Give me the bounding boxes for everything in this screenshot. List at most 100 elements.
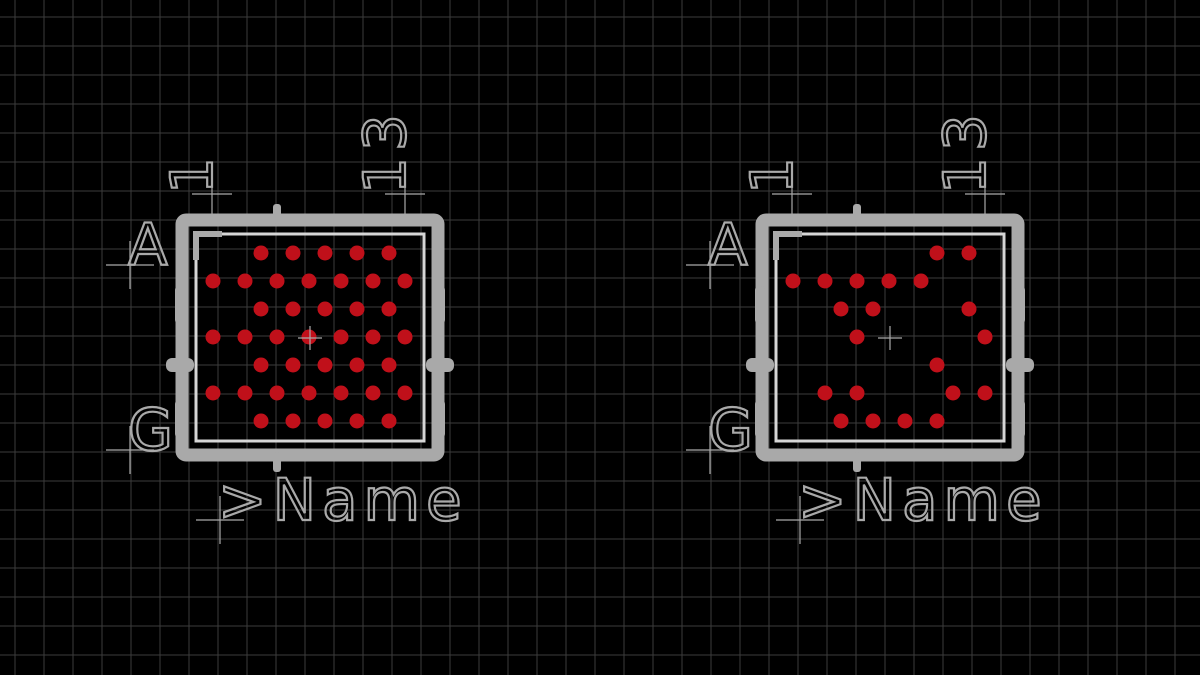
side-tab: [435, 286, 445, 324]
bga-pad: [833, 301, 849, 317]
bga-pad: [253, 413, 269, 429]
bga-pad: [961, 245, 977, 261]
pin-label-last: 13: [351, 108, 419, 194]
bga-pad: [285, 357, 301, 373]
bga-pad: [977, 385, 993, 401]
bga-pad: [785, 273, 801, 289]
bga-pad: [929, 413, 945, 429]
center-pin-left: [166, 358, 194, 372]
bga-pad: [333, 273, 349, 289]
bga-pad: [381, 357, 397, 373]
center-pin-top: [273, 204, 281, 224]
bga-pad: [881, 273, 897, 289]
bga-pad: [365, 329, 381, 345]
package-inner-edge: [194, 232, 426, 443]
bga-pad: [349, 301, 365, 317]
bga-pad: [237, 273, 253, 289]
bga-pad: [285, 245, 301, 261]
center-pin-right: [1006, 358, 1034, 372]
bga-pad: [205, 273, 221, 289]
side-tab: [175, 286, 185, 324]
bga-pad: [349, 245, 365, 261]
bga-pad: [333, 329, 349, 345]
bga-pad: [253, 301, 269, 317]
pad-array: [785, 245, 993, 429]
bga-pad: [381, 301, 397, 317]
side-tab: [1015, 400, 1025, 438]
center-pin-top: [853, 204, 861, 224]
bga-pad: [849, 329, 865, 345]
bga-pad: [961, 301, 977, 317]
bga-pad: [285, 413, 301, 429]
package-outline: [746, 204, 1034, 472]
bga-pad: [205, 385, 221, 401]
bga-pad: [253, 357, 269, 373]
bga-pad: [381, 245, 397, 261]
pad-array: [205, 245, 413, 429]
pin-label-first: 1: [158, 151, 226, 194]
pin-label-last: 13: [931, 108, 999, 194]
bga-pad: [365, 385, 381, 401]
bga-pad: [237, 385, 253, 401]
side-tab: [755, 286, 765, 324]
package-outline: [166, 204, 454, 472]
bga-footprint-depopulated[interactable]: 1 13 A G >Name: [686, 107, 1048, 544]
center-pin-left: [746, 358, 774, 372]
bga-pad: [269, 329, 285, 345]
bga-pad: [269, 385, 285, 401]
bga-pad: [349, 413, 365, 429]
side-tab: [1015, 286, 1025, 324]
bga-pad: [253, 245, 269, 261]
bga-pad: [317, 245, 333, 261]
side-tab: [435, 400, 445, 438]
bga-pad: [237, 329, 253, 345]
side-tab: [175, 400, 185, 438]
bga-pad: [301, 329, 317, 345]
bga-pad: [301, 273, 317, 289]
bga-pad: [333, 385, 349, 401]
bga-pad: [817, 273, 833, 289]
package-body: [175, 213, 445, 462]
bga-pad: [365, 273, 381, 289]
pin1-chamfer: [193, 231, 222, 260]
bga-pad: [397, 385, 413, 401]
center-pin-right: [426, 358, 454, 372]
bga-pad: [205, 329, 221, 345]
bga-pad: [977, 329, 993, 345]
bga-pad: [929, 245, 945, 261]
bga-pad: [317, 301, 333, 317]
pin-label-first: 1: [738, 151, 806, 194]
name-placeholder: >Name: [798, 466, 1048, 534]
bga-pad: [381, 413, 397, 429]
row-label-last: G: [708, 396, 759, 464]
bga-pad: [929, 357, 945, 373]
package-body: [755, 213, 1025, 462]
bga-pad: [833, 413, 849, 429]
row-label-first: A: [708, 211, 754, 279]
bga-pad: [285, 301, 301, 317]
bga-pad: [945, 385, 961, 401]
origin-crosshair-icon: [106, 174, 425, 544]
bga-pad: [301, 385, 317, 401]
bga-pad: [849, 273, 865, 289]
origin-crosshair-icon: [686, 174, 1005, 544]
name-placeholder: >Name: [218, 466, 468, 534]
center-pin-bottom: [273, 452, 281, 472]
bga-pad: [269, 273, 285, 289]
side-tab: [755, 400, 765, 438]
bga-pad: [849, 385, 865, 401]
package-inner-edge: [774, 232, 1006, 443]
bga-pad: [397, 329, 413, 345]
bga-pad: [897, 413, 913, 429]
bga-footprint-full[interactable]: 1 13 A G >Name: [106, 107, 468, 544]
bga-pad: [397, 273, 413, 289]
bga-pad: [865, 413, 881, 429]
center-pin-bottom: [853, 452, 861, 472]
bga-pad: [317, 413, 333, 429]
bga-pad: [913, 273, 929, 289]
row-label-first: A: [128, 211, 174, 279]
row-label-last: G: [128, 396, 179, 464]
pin1-chamfer: [773, 231, 802, 260]
